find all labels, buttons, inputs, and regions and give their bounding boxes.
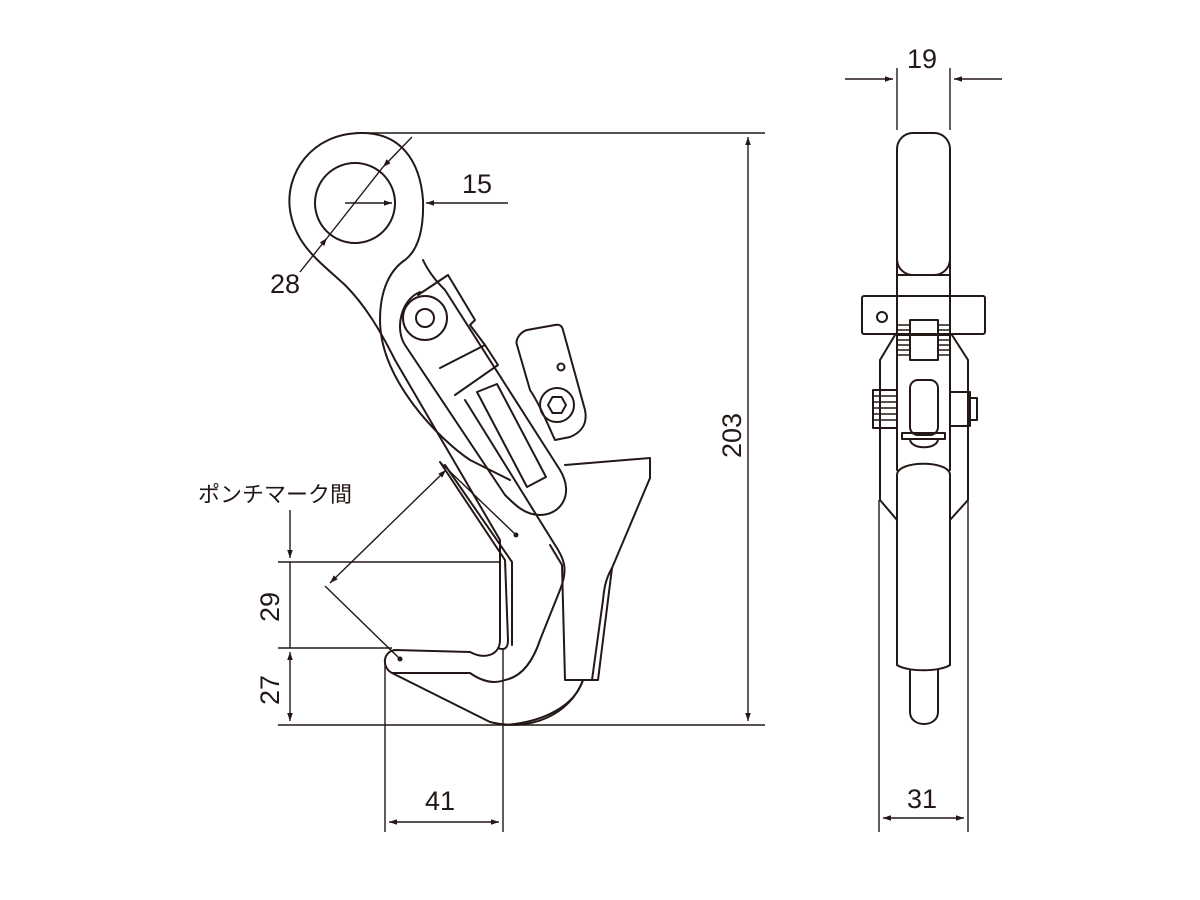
jaw-tip-arc bbox=[504, 679, 584, 726]
dim-punch-gap: 29 bbox=[255, 592, 285, 622]
lock-small-hole bbox=[556, 362, 566, 372]
eye-upper-arc bbox=[361, 132, 511, 481]
dim-jaw-width: 41 bbox=[425, 786, 455, 816]
lower-jaw-side bbox=[896, 462, 951, 672]
knurled-knob bbox=[872, 389, 898, 429]
punch-mark-label: ポンチマーク間 bbox=[198, 483, 352, 508]
hex-bolt-icon bbox=[547, 396, 567, 414]
dim-top-width: 19 bbox=[907, 44, 937, 74]
cam-lever bbox=[399, 259, 567, 516]
jaw-lower-lip bbox=[391, 399, 566, 683]
lever-block bbox=[417, 274, 499, 396]
punch-leader-upper bbox=[439, 461, 517, 536]
dim-eye-wall: 15 bbox=[462, 169, 492, 199]
eye-hole bbox=[314, 162, 396, 244]
side-dimensions bbox=[845, 68, 1002, 832]
punch-gap-dimension bbox=[329, 469, 447, 584]
front-view bbox=[288, 132, 651, 726]
lock-bolt-ring bbox=[539, 387, 575, 423]
dim-overall-height: 203 bbox=[717, 413, 747, 458]
dim-body-width: 31 bbox=[907, 784, 937, 814]
punch-leader-lower bbox=[324, 585, 401, 660]
bracket-hole bbox=[876, 311, 888, 323]
slot bbox=[476, 383, 547, 488]
side-view bbox=[861, 132, 986, 725]
jaw-inner bbox=[439, 461, 509, 650]
wedge-shoe bbox=[549, 457, 651, 681]
jaw-inner-2 bbox=[444, 464, 513, 646]
front-dimensions bbox=[278, 132, 765, 832]
pivot-ring bbox=[402, 295, 448, 341]
side-bracket bbox=[861, 295, 986, 335]
lock-plate bbox=[515, 323, 587, 441]
pivot-hole bbox=[415, 308, 435, 328]
top-eye-side bbox=[896, 132, 951, 276]
pin-side bbox=[909, 669, 939, 725]
dim-eye-diameter: 28 bbox=[270, 269, 300, 299]
clamp-body-outline bbox=[288, 132, 584, 726]
dim-jaw-bottom: 27 bbox=[255, 675, 285, 705]
